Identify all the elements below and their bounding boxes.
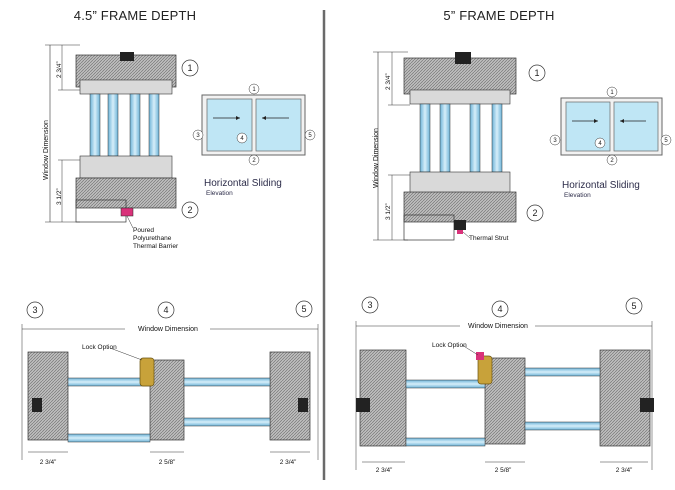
svg-text:2: 2 [252,158,256,164]
dim-left-label: 2 3/4” [40,459,57,466]
elevation-title: Horizontal Sliding [204,178,282,189]
glass-pane [183,417,271,427]
sash-right [255,98,302,152]
elevation-subtitle: Elevation [206,190,233,197]
right-horizontal-section: 3 4 5 Window Dimension Lock Option [355,296,654,474]
svg-text:2: 2 [610,158,614,164]
right-panel: 5” FRAME DEPTH Window Dimension 2 3/4” 3… [355,8,672,474]
sash-right [613,101,659,152]
thermal-barrier-bottom [120,207,134,217]
interlock [149,359,185,441]
left-elevation: 1 2 3 4 5 Horizontal Sliding Elevation [192,83,316,197]
glass-pane [491,103,503,173]
glass-pane [148,93,160,157]
callout-5 [625,297,643,315]
glass-pane [129,93,141,157]
svg-text:4: 4 [240,136,244,142]
sash-left [206,98,253,152]
jamb-right [269,351,311,441]
right-elevation: 1 2 3 4 5 Horizontal Sliding Elevation [549,86,672,199]
callout-2 [181,201,199,219]
lock-option-label: Lock Option [82,344,117,351]
glass-pane [419,103,431,173]
window-dimension-label: Window Dimension [468,323,528,330]
elevation-title: Horizontal Sliding [562,180,640,191]
right-panel-title: 5” FRAME DEPTH [443,8,554,23]
thermal-strut-bottom [454,220,466,230]
left-panel: 4.5” FRAME DEPTH Window Dimension 2 3/4”… [21,8,319,466]
annotation-line-3: Thermal Barrier [133,243,179,250]
svg-text:4: 4 [497,304,502,314]
svg-text:3: 3 [553,138,557,144]
lock-option [477,355,493,385]
svg-text:3: 3 [196,133,200,139]
window-dimension-label: Window Dimension [43,120,50,180]
callout-4 [157,301,175,319]
left-panel-title: 4.5” FRAME DEPTH [74,8,196,23]
callout-3 [361,296,379,314]
annotation-line-1: Thermal Strut [469,235,509,242]
dim-bottom-label: 3 1/2” [385,203,392,220]
svg-text:3: 3 [32,305,37,315]
lock-option [139,357,155,387]
svg-text:2: 2 [532,208,537,218]
window-dimension-label: Window Dimension [138,326,198,333]
window-dimension-label: Window Dimension [373,128,380,188]
svg-text:1: 1 [534,68,539,78]
svg-text:5: 5 [308,133,312,139]
dim-top-label: 2 3/4” [56,61,63,78]
sill-frame [403,191,517,223]
glass-pane [67,433,151,443]
glass-pane [439,103,451,173]
thermal-barrier-top [120,52,134,61]
callout-1 [528,64,546,82]
glass-pane [183,377,271,387]
dim-mid-label: 2 5/8” [159,459,176,466]
annotation-line-2: Polyurethane [133,235,172,242]
dim-mid-label: 2 5/8” [495,467,512,474]
dim-top-label: 2 3/4” [385,73,392,90]
elevation-subtitle: Elevation [564,192,591,199]
left-vertical-section: Window Dimension 2 3/4” 3 1/2” Poured Po… [43,44,199,250]
glass-pane [107,93,119,157]
dim-left-label: 2 3/4” [376,467,393,474]
left-horizontal-section: 3 4 5 Window Dimension Lock [21,300,319,466]
callout-5 [295,300,313,318]
thermal-strut-top [455,52,471,64]
lock-option-label: Lock Option [432,342,467,349]
jamb-left [27,351,69,441]
glass-pane [67,377,151,387]
right-vertical-section: Window Dimension 2 3/4” 3 1/2” Thermal S… [373,51,546,242]
svg-text:1: 1 [252,87,256,93]
svg-text:1: 1 [187,63,192,73]
annotation-line-1: Poured [133,227,154,234]
dim-right-label: 2 3/4” [280,459,297,466]
svg-text:1: 1 [610,90,614,96]
glass-pane [89,93,101,157]
glass-pane [405,379,486,389]
callout-4 [491,300,509,318]
svg-text:4: 4 [163,305,168,315]
svg-text:5: 5 [664,138,668,144]
dim-right-label: 2 3/4” [616,467,633,474]
svg-text:2: 2 [187,205,192,215]
svg-text:5: 5 [301,304,306,314]
callout-1 [181,59,199,77]
glass-pane [524,421,601,431]
glass-pane [524,367,601,377]
callout-2 [526,204,544,222]
svg-text:4: 4 [598,141,602,147]
svg-text:3: 3 [367,300,372,310]
dim-bottom-label: 3 1/2” [56,188,63,205]
glass-pane [405,437,486,447]
glass-pane [469,103,481,173]
svg-text:5: 5 [631,301,636,311]
callout-3 [26,301,44,319]
